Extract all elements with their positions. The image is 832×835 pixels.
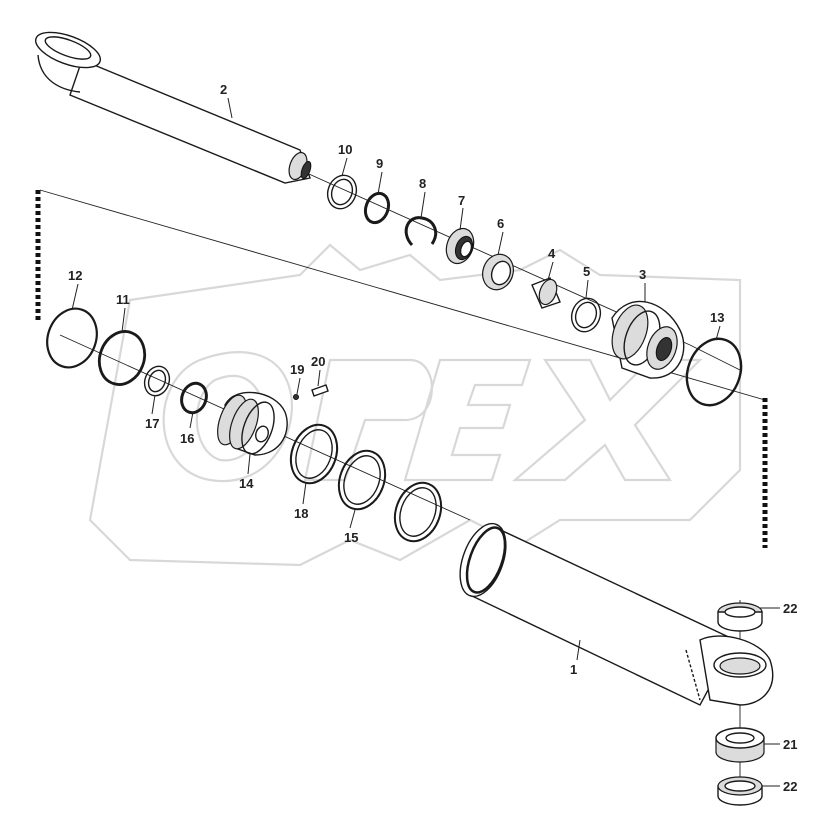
callout-10: 10 <box>338 142 352 157</box>
callout-18: 18 <box>294 506 308 521</box>
dashed-frame <box>35 190 768 548</box>
ring-part-17 <box>143 365 171 397</box>
callout-12: 12 <box>68 268 82 283</box>
leader-lines <box>71 97 780 787</box>
assembly-axis-lines <box>39 169 766 800</box>
callout-11: 11 <box>116 292 130 307</box>
callout-4: 4 <box>548 246 556 261</box>
o-ring-part-12 <box>46 307 98 369</box>
ring-part-11 <box>97 330 147 386</box>
sleeve-part-4 <box>531 277 561 309</box>
bolt-part-20 <box>311 384 329 397</box>
watermark-logo <box>88 243 742 567</box>
callout-5: 5 <box>583 264 590 279</box>
callout-1: 1 <box>570 662 577 677</box>
callout-21: 21 <box>783 737 797 752</box>
callout-17: 17 <box>145 416 159 431</box>
bushing-part-22-top <box>717 602 763 632</box>
bushing-part-22-bottom <box>717 776 763 806</box>
piston-part-14 <box>217 391 288 456</box>
callout-6: 6 <box>497 216 504 231</box>
callout-8: 8 <box>419 176 426 191</box>
ring-part-10 <box>326 174 358 210</box>
callout-9: 9 <box>376 156 383 171</box>
piston-rod-part-2 <box>34 31 312 184</box>
callout-19: 19 <box>290 362 304 377</box>
callout-13: 13 <box>710 310 724 325</box>
snap-ring-part-8 <box>404 216 438 247</box>
ring-part-16 <box>180 381 208 415</box>
callout-14: 14 <box>239 476 254 491</box>
ring-part-15 <box>337 449 387 511</box>
callout-16: 16 <box>180 431 194 446</box>
bushing-part-21 <box>715 727 765 763</box>
callout-22-top: 22 <box>783 601 797 616</box>
o-ring-part-13 <box>685 337 743 407</box>
bushing-part-6 <box>482 253 514 291</box>
set-screw-part-19 <box>293 394 299 400</box>
cylinder-head-part-3 <box>611 300 685 379</box>
ring-part-18 <box>289 423 339 485</box>
callout-20: 20 <box>311 354 325 369</box>
callout-3: 3 <box>639 267 646 282</box>
callout-15: 15 <box>344 530 358 545</box>
ring-part-5 <box>570 297 602 333</box>
cylinder-tube-part-1 <box>459 522 774 706</box>
callout-labels: 2 10 9 8 7 6 4 5 3 13 12 11 17 16 14 19 … <box>68 82 797 794</box>
ring-part-9 <box>363 191 391 225</box>
seal-part-7 <box>445 227 475 265</box>
callout-2: 2 <box>220 82 227 97</box>
ring-part-unlabeled <box>393 481 443 543</box>
callout-22-bottom: 22 <box>783 779 797 794</box>
callout-7: 7 <box>458 193 465 208</box>
